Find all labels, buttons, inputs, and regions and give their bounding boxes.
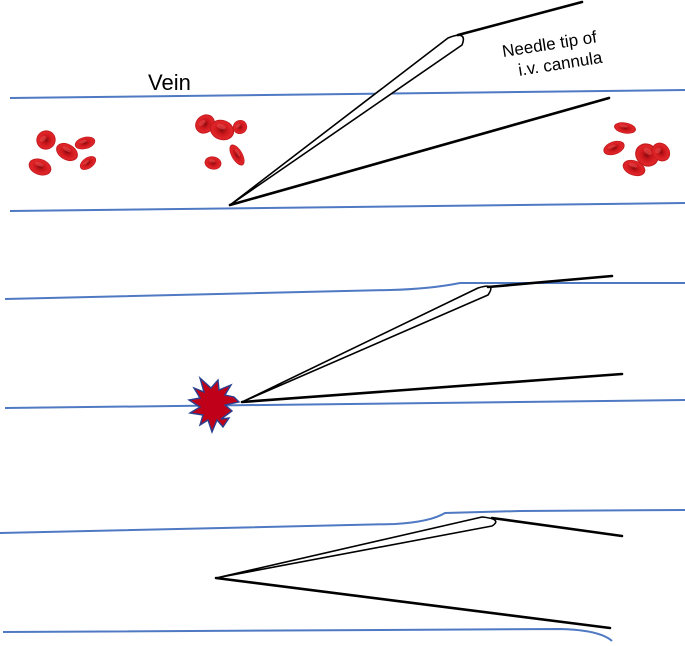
needle-shaft-top [486,274,614,289]
needle-bevel [215,516,497,579]
vein-lower-wall [9,202,685,212]
red-blood-cell [73,134,97,152]
needle-shaft-top [490,516,624,538]
panel-needle-pierces-wall [4,274,685,434]
needle-bevel [241,285,492,403]
panel-needle-withdrawn [0,509,685,642]
red-blood-cells-right [601,120,674,180]
red-blood-cell [26,155,54,179]
panel-needle-in-vein: Vein Needle tip of i.v. cannula [9,0,685,212]
vein-upper-wall [0,509,685,534]
needle-shaft-bottom [228,96,611,207]
needle-cannula [240,274,624,404]
needle-bevel [229,34,465,206]
needle-shaft-top [456,0,584,37]
vein-label: Vein [148,70,191,95]
needle-cannula [228,0,611,207]
red-blood-cell [203,155,223,171]
vein-lower-wall [2,627,613,642]
red-blood-cell [601,138,627,158]
needle-cannula [214,516,624,630]
red-blood-cell [613,120,637,136]
red-blood-cell [226,142,248,168]
needle-shaft-bottom [240,372,624,404]
vein-lower-wall [4,399,685,409]
red-blood-cell [77,153,99,173]
vein-upper-wall [4,282,685,300]
needle-shaft-bottom [214,576,612,630]
red-blood-cells-middle [191,110,250,171]
vein-upper-wall [9,89,685,99]
needle-tip-label: Needle tip of i.v. cannula [501,27,604,79]
red-blood-cell [32,126,60,154]
red-blood-cells-left [26,126,99,179]
puncture-star-icon [187,375,241,434]
